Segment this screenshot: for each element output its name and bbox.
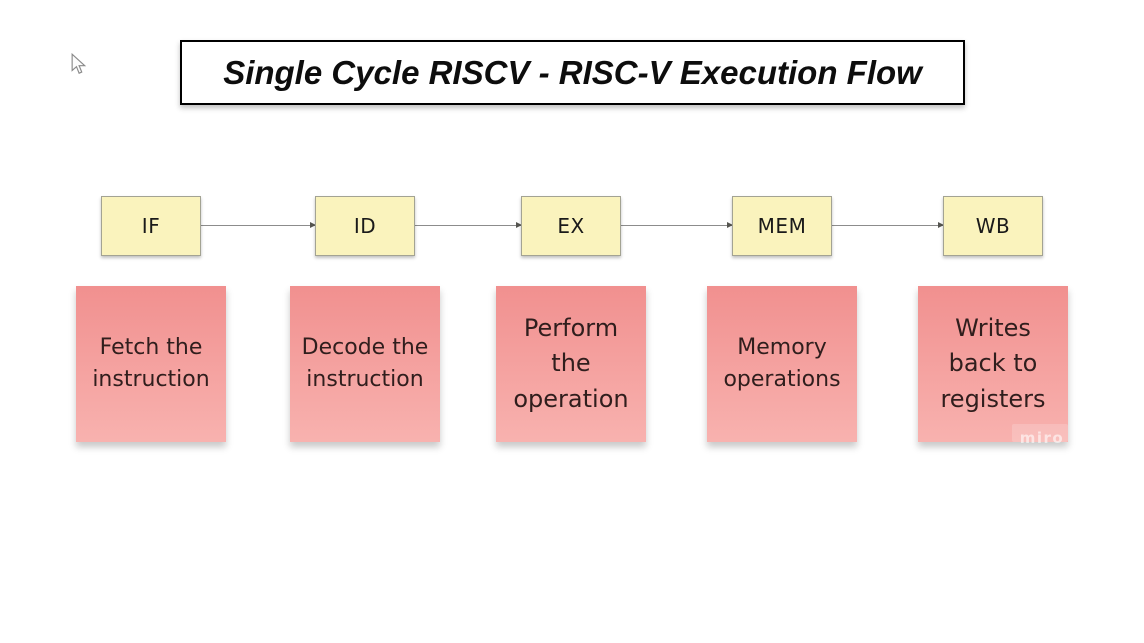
connector-if-id[interactable]	[200, 222, 316, 228]
stage-box-if[interactable]: IF	[101, 196, 201, 256]
arrowhead-icon	[310, 222, 316, 228]
stage-label: EX	[557, 214, 585, 238]
miro-watermark-patch	[1012, 424, 1068, 442]
sticky-note-fetch[interactable]: Fetch the instruction	[76, 286, 226, 442]
arrowhead-icon	[516, 222, 522, 228]
mouse-cursor-icon	[71, 53, 87, 74]
sticky-note-text: Perform the operation	[513, 313, 629, 413]
connector-id-ex[interactable]	[415, 222, 522, 228]
sticky-note-writeback[interactable]: Writes back to registers	[918, 286, 1068, 442]
stage-box-id[interactable]: ID	[315, 196, 415, 256]
miro-watermark-text: miro	[1019, 429, 1065, 447]
sticky-note-text: Decode the instruction	[301, 335, 429, 392]
miro-watermark: miro	[1015, 429, 1069, 447]
connector-mem-wb[interactable]	[832, 222, 944, 228]
title-shape[interactable]: Single Cycle RISCV - RISC-V Execution Fl…	[180, 40, 965, 105]
sticky-note-decode[interactable]: Decode the instruction	[290, 286, 440, 442]
sticky-note-text: Fetch the instruction	[92, 335, 210, 392]
arrowhead-icon	[938, 222, 944, 228]
sticky-note-text: Memory operations	[723, 335, 841, 392]
stage-label: ID	[353, 214, 377, 238]
stage-box-ex[interactable]: EX	[521, 196, 621, 256]
connector-ex-mem[interactable]	[621, 222, 733, 228]
stage-label: IF	[141, 214, 161, 238]
stage-label: MEM	[757, 214, 807, 238]
stage-box-wb[interactable]: WB	[943, 196, 1043, 256]
sticky-note-text: Writes back to registers	[940, 313, 1046, 413]
sticky-note-memory[interactable]: Memory operations	[707, 286, 857, 442]
title-text: Single Cycle RISCV - RISC-V Execution Fl…	[223, 53, 922, 91]
stage-label: WB	[975, 214, 1011, 238]
arrowhead-icon	[727, 222, 733, 228]
stage-box-mem[interactable]: MEM	[732, 196, 832, 256]
sticky-note-perform[interactable]: Perform the operation	[496, 286, 646, 442]
